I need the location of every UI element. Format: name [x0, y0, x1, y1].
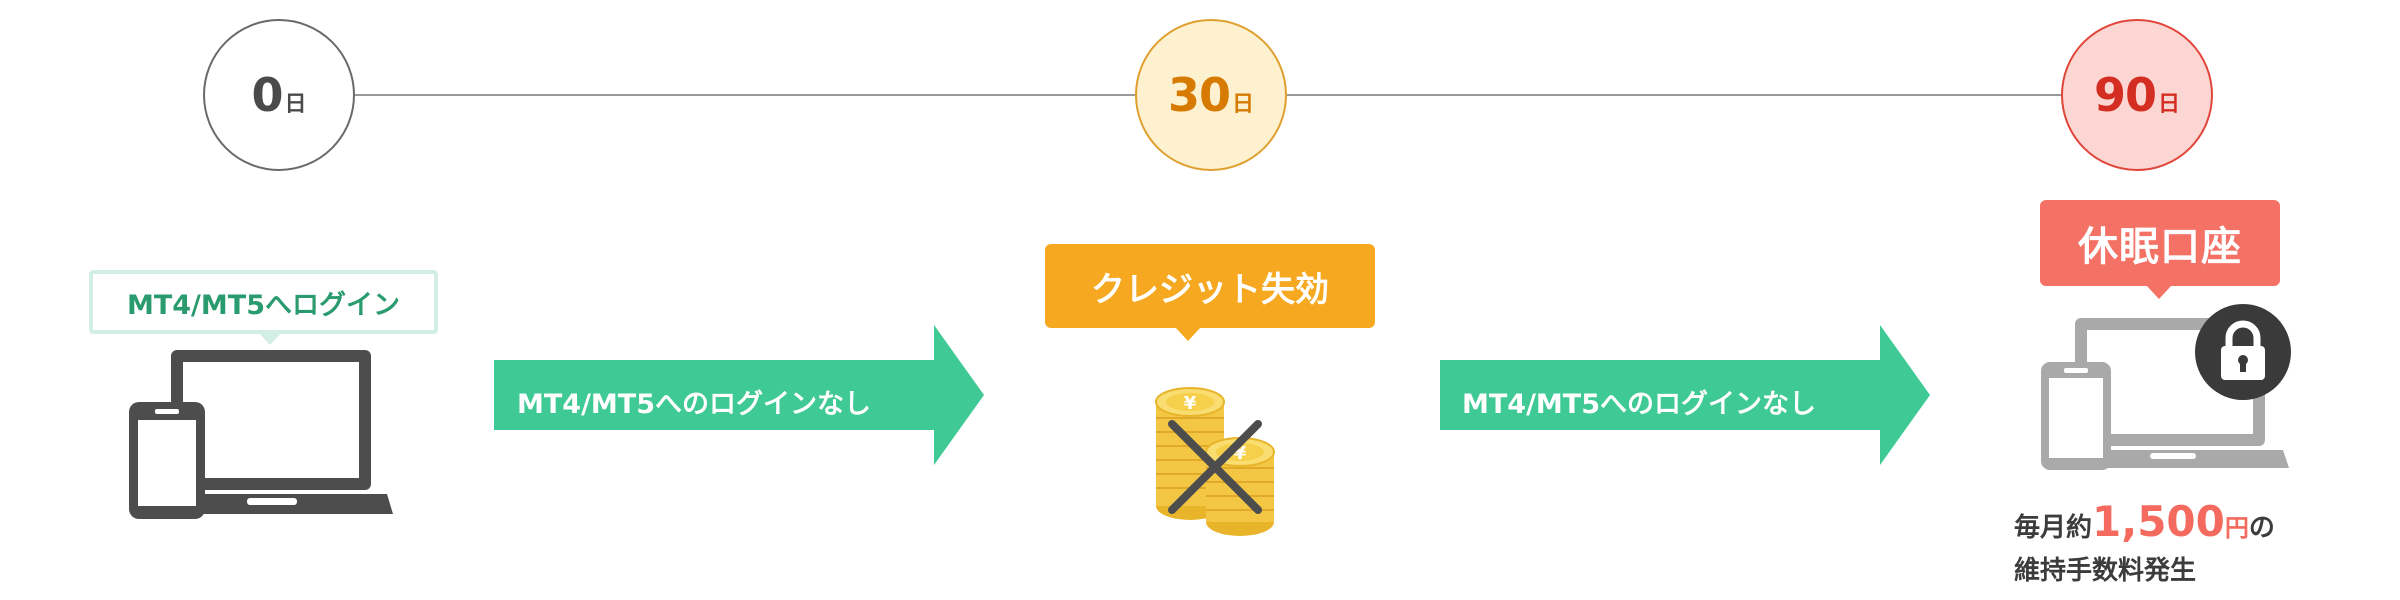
arrow-2-label: MT4/MT5へのログインなし: [1462, 388, 1817, 420]
arrow-2: [1440, 325, 1930, 465]
day-30-number: 30: [1167, 68, 1231, 122]
dormant-account-label: 休眠口座: [2078, 224, 2242, 270]
fee-unit: 円: [2224, 514, 2249, 542]
arrow-1: [494, 325, 984, 465]
fee-line-2: 維持手数料発生: [2014, 555, 2197, 586]
fee-line-1: 毎月約1,500円の: [2014, 492, 2384, 553]
login-bubble-tail: [258, 332, 282, 345]
fee-suffix: の: [2248, 513, 2275, 543]
timeline-line-2: [1287, 94, 2061, 96]
day-0-number: 0: [251, 68, 283, 122]
fee-prefix: 毎月約: [2014, 513, 2093, 543]
dormant-account-bubble: 休眠口座: [2040, 200, 2280, 286]
dormant-bubble-tail: [2146, 285, 2172, 299]
arrow-1-label: MT4/MT5へのログインなし: [517, 388, 872, 420]
svg-text:¥: ¥: [1184, 393, 1197, 414]
fee-amount: 1,500: [2092, 497, 2225, 546]
day-0-unit: 日: [284, 92, 307, 117]
credit-bubble-tail: [1175, 327, 1201, 341]
day-90-number: 90: [2093, 68, 2157, 122]
day-90-unit: 日: [2158, 92, 2181, 117]
locked-devices-icon: [2041, 304, 2291, 470]
timeline-line-1: [355, 94, 1135, 96]
devices-icon: [129, 350, 393, 519]
login-bubble-label: MT4/MT5へログイン: [126, 289, 400, 321]
day-30-unit: 日: [1232, 92, 1255, 117]
credit-expired-bubble: クレジット失効: [1045, 244, 1375, 328]
maintenance-fee-text: 毎月約1,500円の 維持手数料発生: [2014, 492, 2384, 591]
login-bubble: MT4/MT5へログイン: [89, 270, 438, 334]
credit-expired-label: クレジット失効: [1091, 269, 1329, 310]
crossed-coins-icon: ¥ ¥: [1155, 387, 1275, 536]
